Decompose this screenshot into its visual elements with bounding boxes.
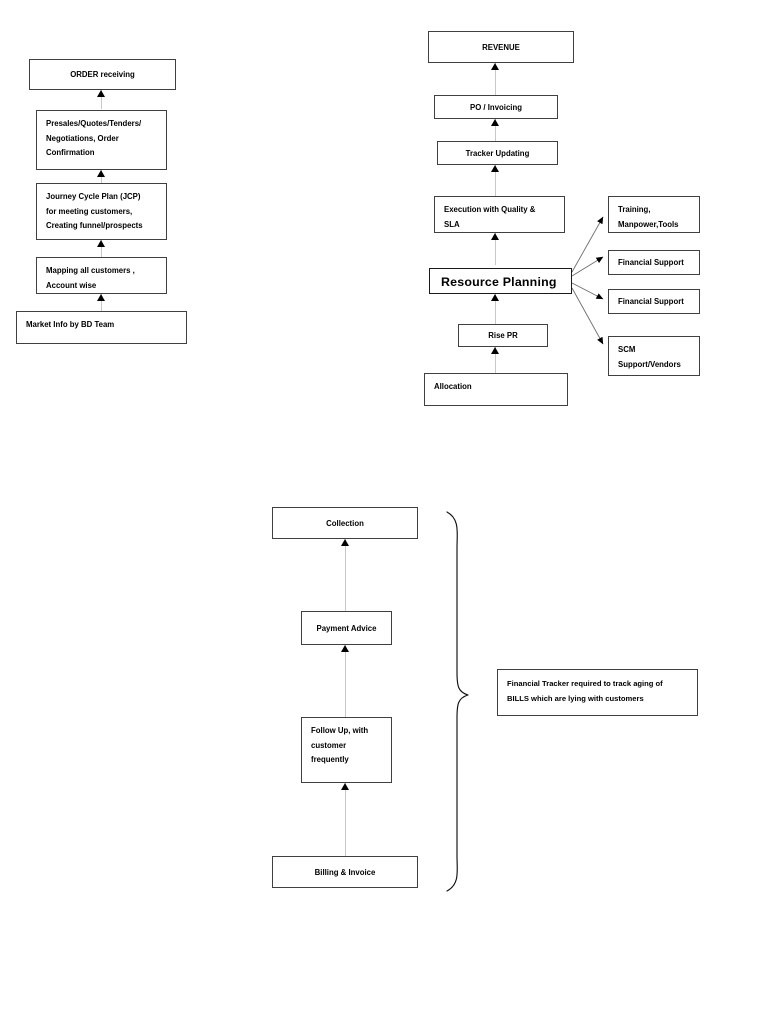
node-training-manpower-tools[interactable]: Training, Manpower,Tools <box>608 196 700 233</box>
arrowhead-billing-to-follow-up <box>341 783 349 790</box>
connector-presales-to-order <box>101 90 102 109</box>
arrowhead-follow-up-to-payment-advice <box>341 645 349 652</box>
connector-po-to-revenue <box>495 63 496 95</box>
connector-resource-to-execution <box>495 233 496 265</box>
arrowhead-mapping-to-jcp <box>97 240 105 247</box>
node-financial-support-1[interactable]: Financial Support <box>608 250 700 275</box>
arrowhead-presales-to-order <box>97 90 105 97</box>
node-payment-advice[interactable]: Payment Advice <box>301 611 392 645</box>
node-follow-up-with-customer[interactable]: Follow Up, with customer frequently <box>301 717 392 783</box>
node-order-receiving[interactable]: ORDER receiving <box>29 59 176 90</box>
arrowhead-rise-pr-to-resource <box>491 294 499 301</box>
branch-arrow-financial-2 <box>571 282 604 300</box>
node-presales-quotes-tenders[interactable]: Presales/Quotes/Tenders/ Negotiations, O… <box>36 110 167 170</box>
node-po-invoicing[interactable]: PO / Invoicing <box>434 95 558 119</box>
connector-market-info-to-mapping <box>101 294 102 311</box>
arrowhead-execution-to-tracker <box>491 165 499 172</box>
node-allocation[interactable]: Allocation <box>424 373 568 406</box>
node-billing-invoice[interactable]: Billing & Invoice <box>272 856 418 888</box>
node-tracker-updating[interactable]: Tracker Updating <box>437 141 558 165</box>
arrowhead-po-to-revenue <box>491 63 499 70</box>
branch-arrow-financial-1 <box>571 256 604 277</box>
branch-arrow-scm <box>571 287 604 345</box>
connector-tracker-to-po <box>495 119 496 141</box>
node-financial-support-2[interactable]: Financial Support <box>608 289 700 314</box>
node-mapping-all-customers[interactable]: Mapping all customers , Account wise <box>36 257 167 294</box>
arrowhead-allocation-to-rise-pr <box>491 347 499 354</box>
node-collection[interactable]: Collection <box>272 507 418 539</box>
branch-arrow-training <box>571 216 604 273</box>
node-revenue[interactable]: REVENUE <box>428 31 574 63</box>
connector-follow-up-to-payment-advice <box>345 645 346 717</box>
arrowhead-tracker-to-po <box>491 119 499 126</box>
node-market-info-bd-team[interactable]: Market Info by BD Team <box>16 311 187 344</box>
arrowhead-resource-to-execution <box>491 233 499 240</box>
node-rise-pr[interactable]: Rise PR <box>458 324 548 347</box>
connector-execution-to-tracker <box>495 165 496 196</box>
node-execution-with-quality-sla[interactable]: Execution with Quality & SLA <box>434 196 565 233</box>
node-resource-planning[interactable]: Resource Planning <box>429 268 572 294</box>
arrowhead-jcp-to-presales <box>97 170 105 177</box>
connector-rise-pr-to-resource <box>495 294 496 324</box>
node-financial-tracker-note[interactable]: Financial Tracker required to track agin… <box>497 669 698 716</box>
node-journey-cycle-plan[interactable]: Journey Cycle Plan (JCP) for meeting cus… <box>36 183 167 240</box>
connector-billing-to-follow-up <box>345 783 346 856</box>
curly-brace <box>446 511 469 892</box>
connector-allocation-to-rise-pr <box>495 347 496 373</box>
node-scm-support-vendors[interactable]: SCM Support/Vendors <box>608 336 700 376</box>
connector-payment-advice-to-collection <box>345 539 346 611</box>
connector-mapping-to-jcp <box>101 240 102 257</box>
arrowhead-payment-advice-to-collection <box>341 539 349 546</box>
arrowhead-market-info-to-mapping <box>97 294 105 301</box>
